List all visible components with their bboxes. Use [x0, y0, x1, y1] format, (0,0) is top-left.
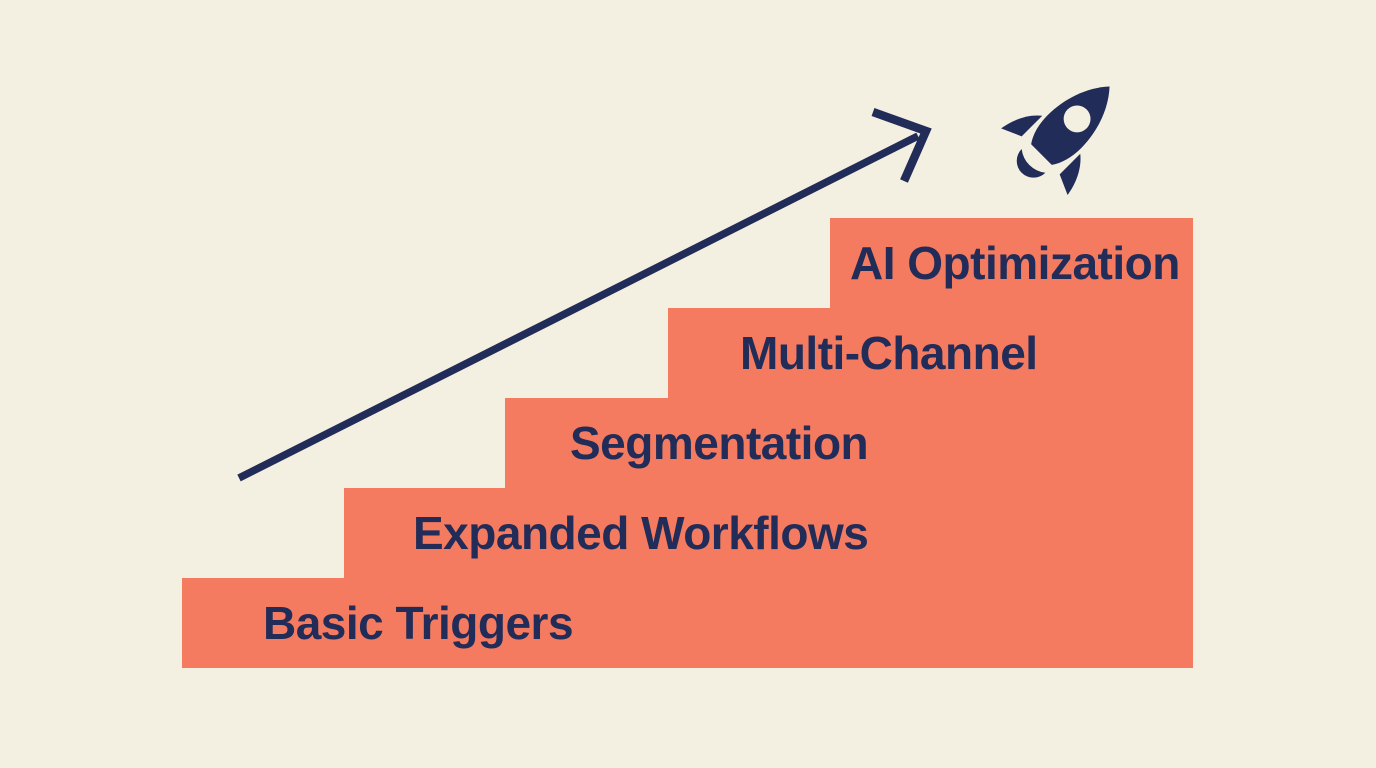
step-label-ai-optimization: AI Optimization — [850, 237, 1180, 289]
step-basic-triggers — [182, 578, 1193, 668]
step-label-multi-channel: Multi-Channel — [740, 327, 1038, 379]
step-label-segmentation: Segmentation — [570, 417, 869, 469]
rocket-window — [1063, 105, 1091, 133]
rocket-icon — [1001, 86, 1110, 195]
step-label-expanded-workflows: Expanded Workflows — [413, 507, 869, 559]
step-label-basic-triggers: Basic Triggers — [263, 597, 574, 649]
